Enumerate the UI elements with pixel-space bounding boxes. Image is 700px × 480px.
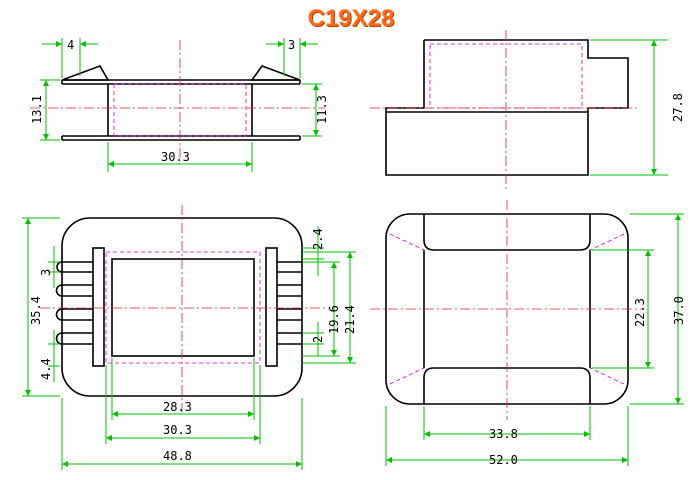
dim-front-height-total: 35.4 — [29, 296, 43, 325]
dim-front-total-width: 48.8 — [163, 449, 192, 463]
dim-side-right-height: 27.8 — [671, 93, 685, 122]
dim-top-inner-width: 33.8 — [489, 427, 518, 441]
top-view: 22.3 37.0 33.8 52.0 — [370, 200, 686, 467]
dim-front-pin-pitch: 3 — [39, 269, 53, 276]
dim-side-width: 30.3 — [161, 150, 190, 164]
core-window — [111, 258, 255, 357]
side-view-left: 4 3 13.1 11.3 30.3 — [30, 38, 329, 172]
dim-top-inner-height: 22.3 — [633, 298, 647, 327]
dim-front-window-width: 28.3 — [163, 400, 192, 414]
dim-top-total-width: 52.0 — [489, 453, 518, 467]
dim-side-top-left: 4 — [67, 38, 74, 52]
side-view-right: 27.8 — [370, 30, 685, 190]
dim-top-total-height: 37.0 — [672, 296, 686, 325]
dim-front-pin-width: 2 — [311, 336, 325, 343]
left-flange-top — [61, 65, 110, 81]
right-flange-top — [250, 65, 301, 81]
drawing-title: C19X28 — [307, 5, 395, 32]
dim-front-inner-top: 2.4 — [311, 228, 325, 250]
dim-front-inner-height: 21.4 — [343, 305, 357, 334]
dim-front-inner-width: 30.3 — [163, 423, 192, 437]
dim-front-window-height: 19.6 — [327, 305, 341, 334]
front-view: 35.4 3 4.4 2.4 19.6 21.4 — [22, 205, 357, 470]
dim-side-height-left: 13.1 — [30, 95, 44, 124]
dimension-arrows — [25, 40, 681, 467]
dim-side-top-right: 3 — [288, 38, 295, 52]
dim-side-height-right: 11.3 — [315, 95, 329, 124]
dim-front-pin-bottom: 4.4 — [39, 358, 53, 380]
